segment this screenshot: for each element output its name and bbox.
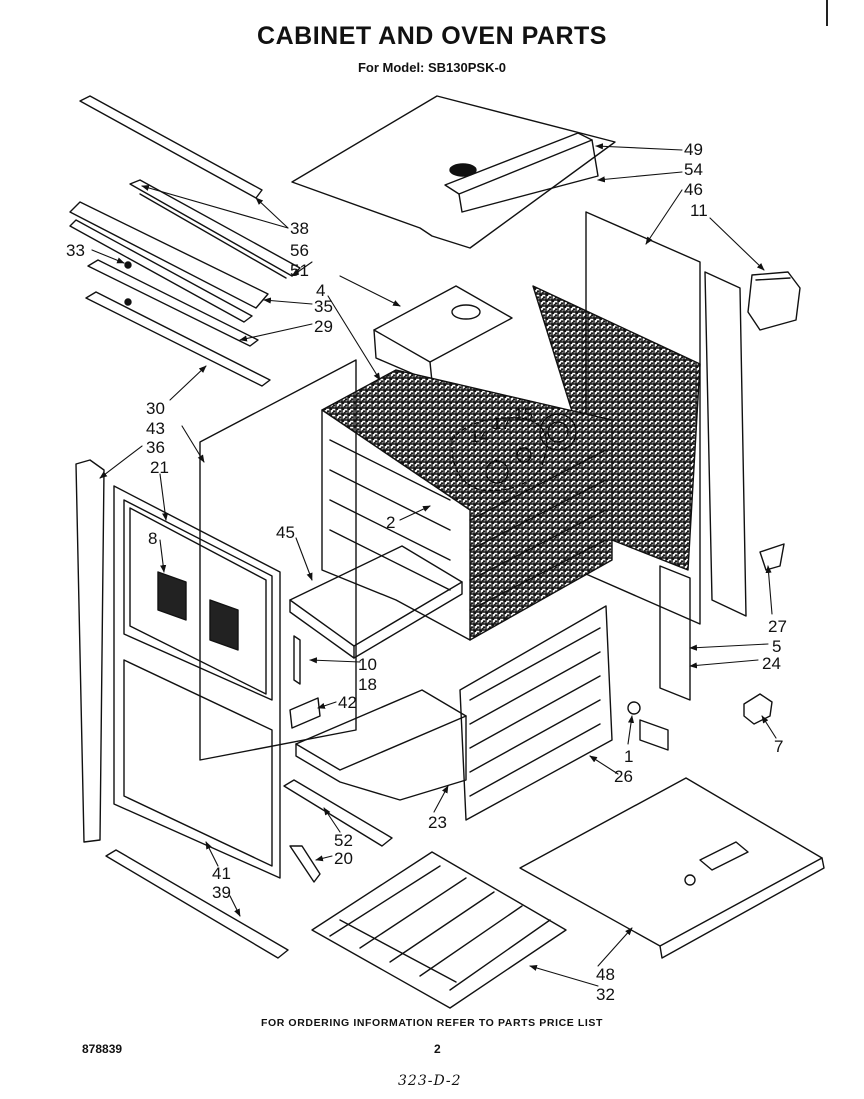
handwritten-code: 323-D-2 bbox=[398, 1073, 462, 1089]
page-number: 2 bbox=[434, 1042, 441, 1056]
part-label-26: 26 bbox=[614, 767, 633, 786]
part-label-15: 15 bbox=[514, 405, 533, 424]
element-connector-1 bbox=[627, 701, 669, 751]
part-label-46: 46 bbox=[684, 180, 703, 199]
part-label-41: 41 bbox=[212, 864, 231, 883]
part-label-8: 8 bbox=[148, 529, 157, 548]
part-label-21: 21 bbox=[150, 458, 169, 477]
model-subtitle: For Model: SB130PSK-0 bbox=[357, 60, 507, 75]
part-label-45: 45 bbox=[276, 523, 295, 542]
part-label-2: 2 bbox=[386, 513, 395, 532]
top-trim-strip bbox=[79, 95, 263, 199]
oven-liner bbox=[321, 369, 613, 641]
part-label-7: 7 bbox=[774, 737, 783, 756]
electric-box-11 bbox=[747, 271, 801, 331]
part-label-32: 32 bbox=[596, 985, 615, 1004]
upper-rack bbox=[289, 545, 463, 659]
kick-plate bbox=[105, 849, 289, 959]
part-label-48: 48 bbox=[596, 965, 615, 984]
part-label-54: 54 bbox=[684, 160, 703, 179]
vent-duct bbox=[373, 285, 513, 383]
door-hinge-spring bbox=[293, 635, 301, 685]
ordering-note: FOR ORDERING INFORMATION REFER TO PARTS … bbox=[260, 1017, 604, 1029]
document-number: 878839 bbox=[82, 1042, 123, 1056]
hinge-bracket-42 bbox=[289, 697, 321, 729]
terminal-7 bbox=[743, 693, 773, 725]
part-label-51: 51 bbox=[290, 261, 309, 280]
oven-rack-26 bbox=[459, 605, 613, 821]
part-label-11: 11 bbox=[690, 201, 708, 220]
part-label-18: 18 bbox=[358, 675, 377, 694]
cord-27 bbox=[759, 543, 785, 571]
side-channel-right bbox=[704, 271, 747, 617]
door-frame bbox=[113, 485, 281, 879]
part-label-43: 43 bbox=[146, 419, 165, 438]
side-panel-left bbox=[199, 359, 357, 761]
part-label-36: 36 bbox=[146, 438, 165, 457]
part-labels: 49 54 46 11 38 56 51 4 33 35 29 30 43 36… bbox=[66, 140, 787, 1004]
bottom-slide-52 bbox=[283, 779, 393, 847]
part-label-29: 29 bbox=[314, 317, 333, 336]
part-label-30: 30 bbox=[146, 399, 165, 418]
part-label-35: 35 bbox=[314, 297, 333, 316]
part-label-33: 33 bbox=[66, 241, 85, 260]
part-label-38: 38 bbox=[290, 219, 309, 238]
part-label-39: 39 bbox=[212, 883, 231, 902]
part-label-49: 49 bbox=[684, 140, 703, 159]
lower-rack bbox=[295, 689, 467, 801]
vent-trim bbox=[69, 201, 269, 323]
part-label-17: 17 bbox=[492, 414, 511, 433]
door-side-trim bbox=[75, 459, 105, 843]
part-label-5: 5 bbox=[772, 637, 781, 656]
top-panel bbox=[291, 95, 616, 249]
part-label-23: 23 bbox=[428, 813, 447, 832]
part-label-1: 1 bbox=[624, 747, 633, 766]
part-label-20: 20 bbox=[334, 849, 353, 868]
edge-mark bbox=[826, 0, 828, 26]
part-label-56: 56 bbox=[290, 241, 309, 260]
spring-20 bbox=[289, 845, 321, 883]
part-label-10: 10 bbox=[358, 655, 377, 674]
page-title: CABINET AND OVEN PARTS bbox=[257, 22, 607, 50]
part-label-24: 24 bbox=[762, 654, 781, 673]
top-bracket bbox=[444, 132, 599, 213]
vent-channel bbox=[129, 179, 301, 279]
leader-lines bbox=[91, 143, 777, 987]
trim-plate-29 bbox=[85, 291, 271, 387]
part-label-4: 4 bbox=[316, 281, 325, 300]
part-label-42: 42 bbox=[338, 693, 357, 712]
part-label-52: 52 bbox=[334, 831, 353, 850]
trim-plate-33 bbox=[87, 259, 259, 347]
broiler-rack bbox=[311, 851, 567, 1009]
bottom-panel bbox=[519, 777, 825, 959]
part-label-14: 14 bbox=[470, 427, 489, 446]
side-bracket-5 bbox=[659, 565, 691, 701]
part-label-27: 27 bbox=[768, 617, 787, 636]
